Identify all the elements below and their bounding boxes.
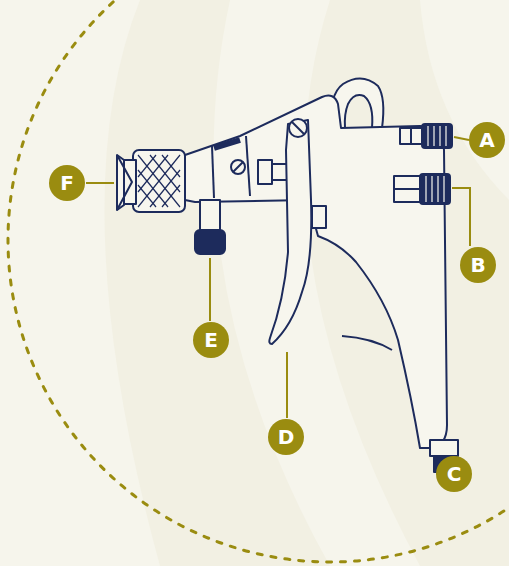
body-line: [246, 136, 250, 196]
leader-line: [454, 137, 469, 140]
dashed-circle: [8, 0, 509, 562]
leader-line: [86, 182, 114, 184]
callout-letter: D: [278, 427, 295, 447]
callout-letter: A: [479, 130, 494, 150]
leader-line: [209, 258, 211, 321]
knob-nut: [400, 128, 422, 144]
screw-slot: [233, 162, 243, 172]
leader-line: [452, 188, 470, 246]
screw-slot: [292, 122, 304, 134]
callout-circle: C: [436, 456, 472, 492]
body-stripe: [214, 140, 240, 148]
pattern-knob: [422, 124, 452, 148]
leader-line: [286, 352, 288, 418]
callout-letter: B: [470, 255, 485, 275]
knurl-pattern: [138, 155, 180, 207]
callout-circle: E: [193, 322, 229, 358]
callout-circle: F: [49, 165, 85, 201]
callout-letter: F: [60, 173, 74, 193]
knob-nut: [394, 176, 420, 202]
packing-nut: [258, 160, 272, 184]
leader-lines: [86, 137, 470, 474]
inlet-cap: [195, 230, 225, 254]
callout-letter: C: [447, 464, 462, 484]
trigger-nut: [312, 206, 326, 228]
cap-base: [124, 160, 136, 204]
trigger: [269, 120, 311, 344]
air-cap-horn: [117, 155, 132, 210]
body-screw: [231, 160, 245, 174]
spray-gun: [117, 78, 458, 472]
callout-circle: A: [469, 122, 505, 158]
callout-circle: B: [460, 247, 496, 283]
fluid-inlet: [200, 200, 220, 232]
trigger-screw: [289, 119, 307, 137]
callout-letter: E: [204, 330, 218, 350]
air-inlet-nut: [430, 440, 458, 456]
body-line: [212, 146, 214, 198]
gun-body: [185, 96, 447, 448]
callout-circle: D: [268, 419, 304, 455]
grip-line: [342, 336, 392, 350]
fluid-knob: [420, 174, 450, 204]
knurled-ring: [133, 150, 185, 212]
background-band: [0, 0, 160, 566]
